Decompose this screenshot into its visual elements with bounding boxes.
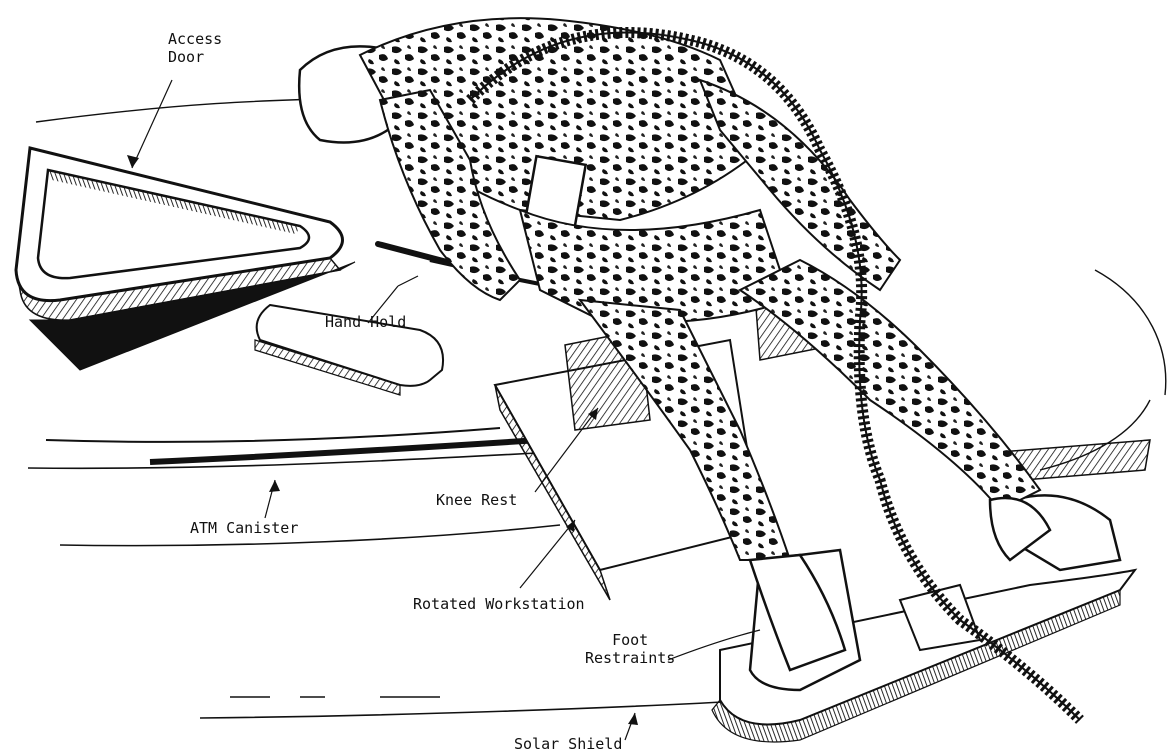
rotated-workstation-leader [520,520,575,588]
foot-restraints-label-line1: Foot [585,631,675,649]
atm-canister-label: ATM Canister [190,519,298,537]
access-door-label: Access Door [168,30,222,66]
hand-hold-label: Hand Hold [325,313,406,331]
knee-rest-label: Knee Rest [436,491,517,509]
foot-restraints-label-line2: Restraints [585,649,675,667]
rotated-workstation-label: Rotated Workstation [413,595,585,613]
access-door-leader [132,80,172,168]
solar-shield-label: Solar Shield [514,735,622,753]
access-door-label-line2: Door [168,48,222,66]
foot-restraints-label: Foot Restraints [585,631,675,667]
access-door-label-line1: Access [168,30,222,48]
